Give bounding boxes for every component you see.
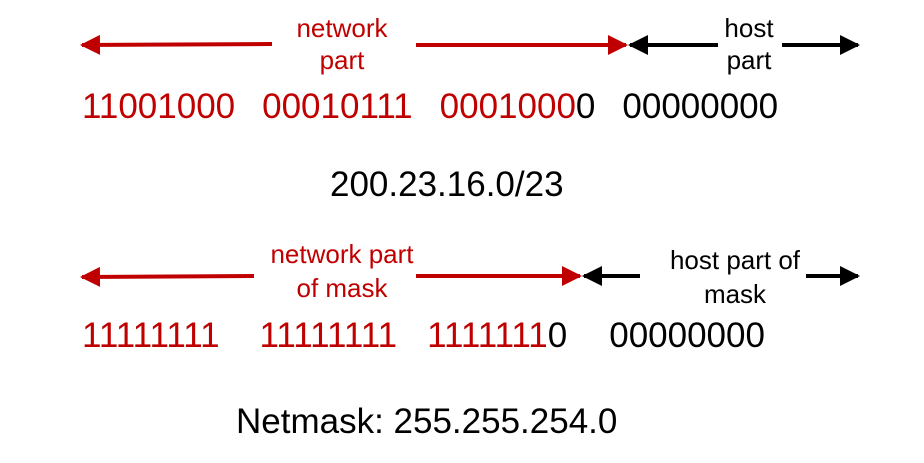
address-octet-3-network-bits: 0001000 [439,87,576,126]
network-part-label-line1: network [296,13,388,43]
network-arrow-left [80,34,273,55]
mask-octet-1: 11111111 [82,316,220,355]
host-part-label: host part [712,15,786,73]
address-octet-4: 00000000 [622,87,779,126]
cidr-address: 200.23.16.0/23 [330,165,564,204]
mask-octet-4: 00000000 [609,316,765,355]
network-part-of-mask-label-line1: network part [270,239,414,269]
network-part-label-line2: part [319,45,365,75]
host-part-of-mask-label: host part of mask [650,247,820,307]
network-part-label: network part [272,15,412,73]
address-octet-3-host-bit: 0 [575,87,596,126]
mask-network-arrow-left [80,266,255,287]
network-part-of-mask-label: network part of mask [254,241,430,301]
network-part-of-mask-label-line2: of mask [296,273,388,303]
host-part-label-line1: host [724,13,774,43]
netmask-text: Netmask: 255.255.254.0 [236,402,618,441]
mask-octet-3-network-bits: 1111111 [427,316,548,355]
mask-octet-2: 11111111 [259,316,398,355]
address-octet-2: 00010111 [262,87,413,126]
address-octet-1: 11001000 [82,87,236,126]
mask-octet-3-host-bit: 0 [547,316,568,355]
host-part-of-mask-label-line1: host part of [669,245,801,275]
host-part-of-mask-label-line2: mask [703,279,767,309]
host-part-label-line2: part [726,45,772,75]
